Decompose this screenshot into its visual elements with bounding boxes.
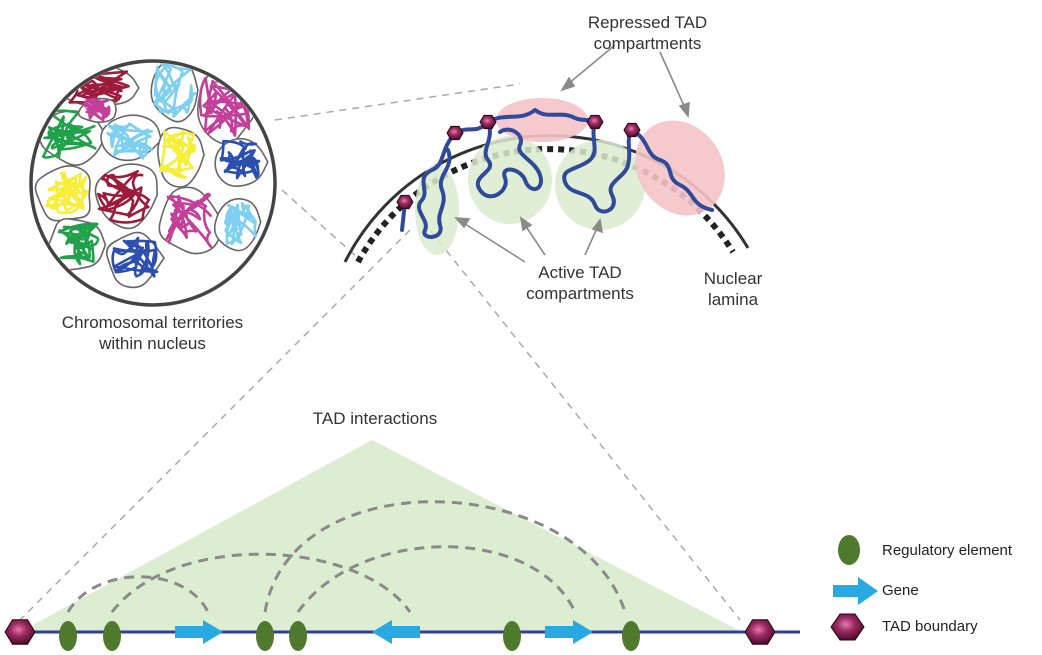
territory-chromatin [198, 76, 251, 137]
tad-boundary-hexagon [446, 125, 464, 141]
territory-blob [158, 186, 224, 255]
repressed-compartments [496, 98, 725, 216]
territory-blob [100, 114, 163, 162]
territory-chromatin [111, 236, 159, 278]
regulatory-element [256, 621, 274, 651]
active-label-line1: Active TAD [538, 263, 622, 282]
territory-chromatin [159, 129, 197, 179]
tad-boundary-right [744, 619, 776, 645]
lamina-label-line1: Nuclear [703, 269, 763, 288]
ellipse-icon [838, 535, 860, 565]
territory-chromatin [57, 222, 100, 266]
repressed-label: Repressed TAD compartments [565, 12, 730, 54]
legend-boundary-label: TAD boundary [882, 618, 978, 635]
territory-chromatin [164, 192, 213, 248]
tad-boundary-hexagon [479, 114, 497, 130]
lamina-label: Nuclear lamina [688, 268, 778, 310]
pointer-arrows [454, 44, 690, 263]
territory-blob [105, 231, 165, 289]
territory-chromatin [224, 202, 257, 246]
gene-arrow [545, 620, 593, 644]
territory-blob [34, 165, 91, 222]
repressed-label-line1: Repressed TAD [587, 13, 708, 32]
tad-boundary-hexagon [623, 122, 641, 138]
active-label: Active TAD compartments [505, 262, 655, 304]
lamina-label-line2: lamina [707, 290, 759, 309]
territory-chromatin [83, 98, 111, 122]
interactions-label: TAD interactions [312, 409, 438, 428]
territories-label: Chromosomal territories within nucleus [40, 312, 265, 354]
interaction-arcs [66, 500, 627, 613]
regulatory-element [503, 621, 521, 651]
territory-blob [46, 217, 107, 271]
chromatin-fiber [400, 108, 714, 239]
zoom-boundaries [396, 114, 641, 210]
zoom-guide-lines [19, 83, 741, 621]
territory-blob [157, 126, 205, 188]
nucleus-territories [29, 59, 277, 307]
territory-blob [213, 197, 262, 252]
tad-interaction-triangle [20, 440, 742, 632]
hexagon-icon [830, 613, 865, 641]
territory-chromatin [41, 109, 97, 159]
territory-blob [214, 137, 269, 188]
legend-regulatory-label: Regulatory element [882, 542, 1013, 559]
regulatory-element [103, 621, 121, 651]
territory-chromatin [45, 171, 89, 215]
tad-boundary-left [4, 619, 36, 645]
arrow-icon [833, 577, 878, 605]
territory-chromatin [219, 139, 261, 180]
regulatory-element [622, 621, 640, 651]
regulatory-element [289, 621, 307, 651]
territory-blob [77, 97, 118, 123]
territory-chromatin [106, 122, 154, 160]
legend-gene-label: Gene [882, 582, 919, 599]
legend [830, 535, 878, 641]
tad-boundary-hexagon [396, 194, 414, 210]
territories-label-line1: Chromosomal territories [61, 313, 244, 332]
territory-blob [39, 109, 107, 166]
territory-blob [94, 163, 159, 230]
gene-arrow [175, 620, 223, 644]
regulatory-element [59, 621, 77, 651]
tad-boundary-hexagon [586, 114, 604, 130]
territory-chromatin [153, 63, 197, 118]
repressed-label-line2: compartments [593, 34, 702, 53]
territories-label-line2: within nucleus [99, 334, 206, 353]
territory-blob [150, 63, 199, 123]
line-elements [4, 619, 776, 651]
gene-arrow [372, 620, 420, 644]
active-label-line2: compartments [526, 284, 634, 303]
territory-chromatin [96, 170, 151, 224]
